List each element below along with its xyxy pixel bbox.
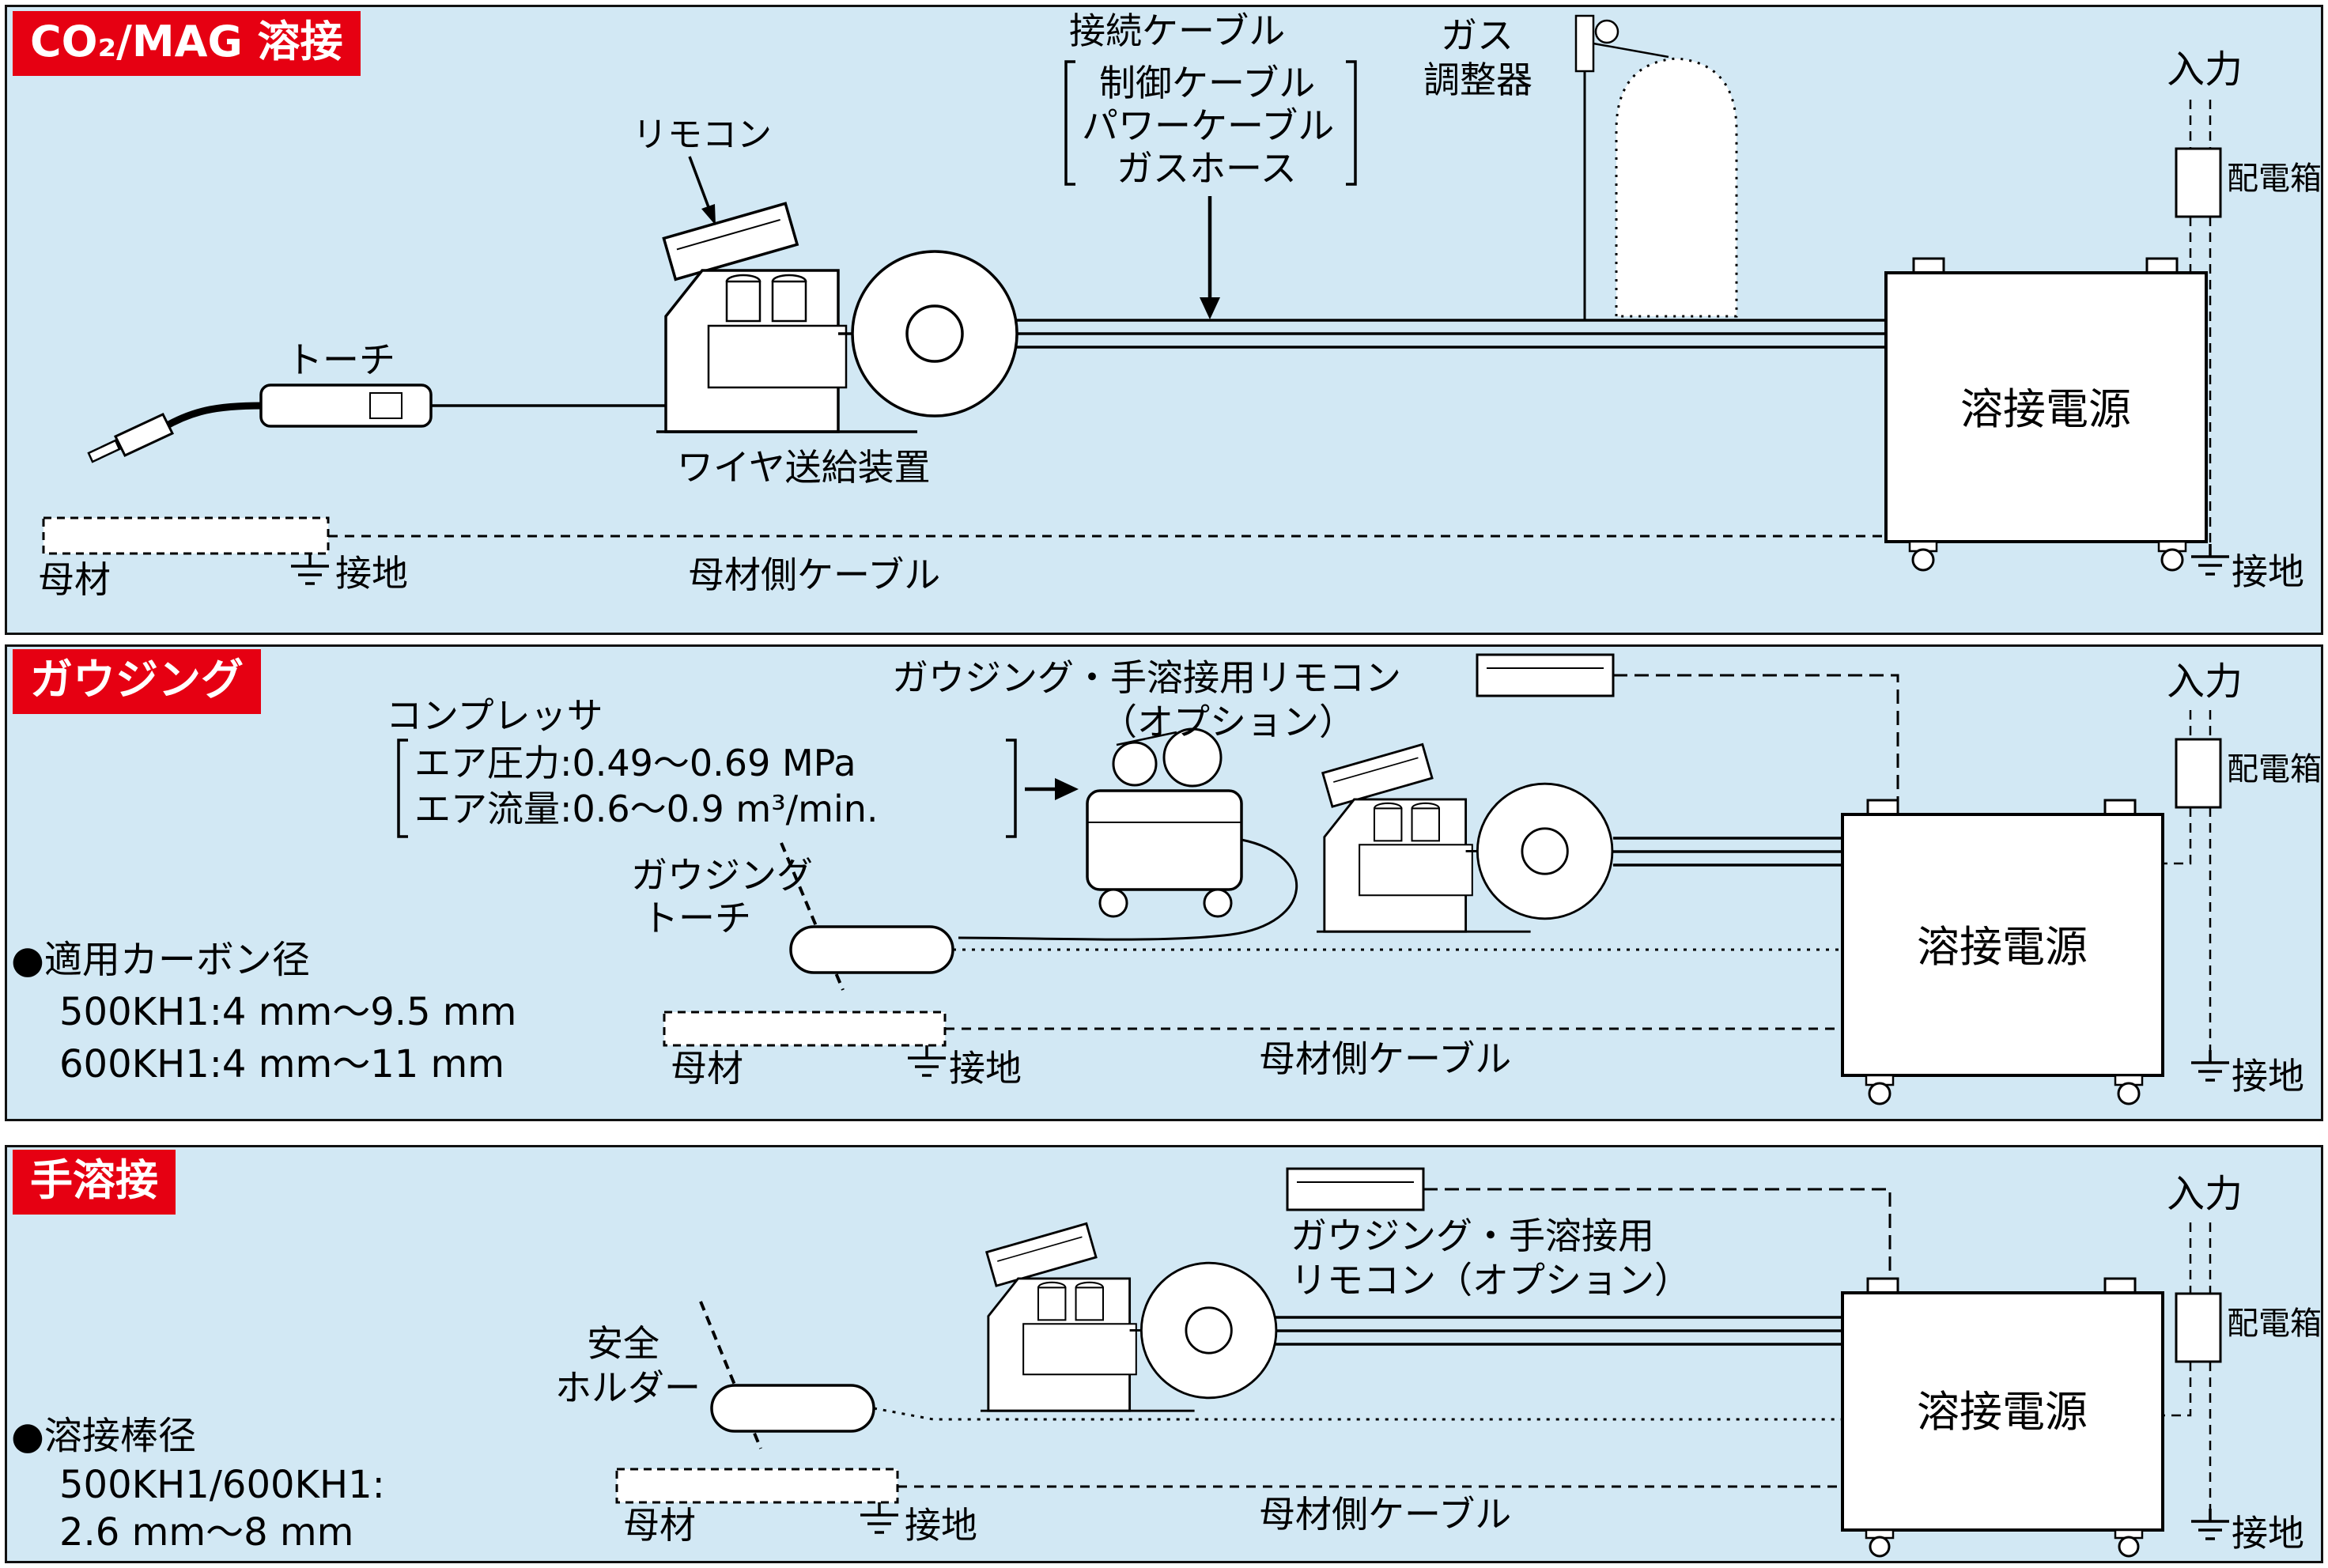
p1-torch-label: トーチ <box>286 338 395 381</box>
p2-power-source-label: 溶接電源 <box>1917 922 2088 972</box>
p2-remote-option-label-line2: （オプション） <box>1101 701 1355 743</box>
p3-remote-option-label-line2: リモコン（オプション） <box>1291 1259 1691 1302</box>
p1-power-source-label: 溶接電源 <box>1960 384 2131 434</box>
p2-distribution-box-label: 配電箱 <box>2227 751 2322 788</box>
p3-remote-option-label-line1: ガウジング・手溶接用 <box>1291 1215 1654 1257</box>
p3-holder-label-line2: ホルダー <box>555 1366 701 1409</box>
p2-air-pressure-label: エア圧力:0.49〜0.69 MPa <box>414 742 856 784</box>
p2-gouging-torch-label-line1: ガウジング <box>631 854 813 897</box>
p1-base-metal-label: 母材 <box>38 558 111 601</box>
p3-holder-label-line1: 安全 <box>587 1322 659 1365</box>
panel-title-manual: 手溶接 <box>13 1150 176 1215</box>
p3-input-label: 入力 <box>2167 1172 2243 1216</box>
p1-base-cable-label: 母材側ケーブル <box>688 554 941 596</box>
p3-rod-spec1-label: 500KH1/600KH1: <box>59 1463 385 1507</box>
p2-carbon-title-label: ●適用カーボン径 <box>11 938 310 982</box>
p2-base-cable-label: 母材側ケーブル <box>1259 1037 1512 1080</box>
panel-title-co2mag: CO₂/MAG 溶接 <box>13 11 361 76</box>
p3-ground-right-label: 接地 <box>2232 1512 2304 1555</box>
p3-power-source-label: 溶接電源 <box>1917 1387 2088 1437</box>
p1-remote-label: リモコン <box>633 115 772 155</box>
p3-rod-title-label: ●溶接棒径 <box>11 1414 196 1458</box>
p1-wire-feeder-label: ワイヤ送給装置 <box>677 446 931 489</box>
p1-ground-right-label: 接地 <box>2232 550 2304 593</box>
p1-ground-left-label: 接地 <box>335 552 408 595</box>
p3-rod-spec2-label: 2.6 mm〜8 mm <box>59 1510 354 1555</box>
p1-power-cable-label: パワーケーブル <box>1082 104 1335 147</box>
p2-air-flow-label: エア流量:0.6〜0.9 m³/min. <box>414 788 879 830</box>
p3-distribution-box-label: 配電箱 <box>2227 1305 2322 1342</box>
p1-connection-cable-label: 接続ケーブル <box>1069 9 1286 52</box>
p2-remote-option-label-line1: ガウジング・手溶接用リモコン <box>892 656 1401 699</box>
p3-base-metal-label: 母材 <box>623 1504 696 1547</box>
p2-input-label: 入力 <box>2167 659 2243 704</box>
p1-gas-label: ガス <box>1441 14 1514 57</box>
p1-gas-hose-label: ガスホース <box>1117 147 1297 190</box>
p1-input-label: 入力 <box>2167 47 2243 92</box>
p2-carbon-spec1-label: 500KH1:4 mm〜9.5 mm <box>59 990 517 1034</box>
p2-gouging-torch-label-line2: トーチ <box>642 897 751 939</box>
p2-compressor-label: コンプレッサ <box>386 694 603 737</box>
p1-control-cable-label: 制御ケーブル <box>1099 62 1316 104</box>
p3-base-cable-label: 母材側ケーブル <box>1259 1493 1512 1536</box>
p1-regulator-label: 調整器 <box>1423 59 1532 101</box>
panel-title-gouging: ガウジング <box>13 649 261 714</box>
p2-ground-right-label: 接地 <box>2232 1055 2304 1098</box>
p2-carbon-spec2-label: 600KH1:4 mm〜11 mm <box>59 1042 505 1086</box>
p3-ground-left-label: 接地 <box>905 1504 977 1547</box>
p2-base-metal-label: 母材 <box>671 1047 743 1090</box>
p2-ground-left-label: 接地 <box>949 1047 1022 1090</box>
p1-distribution-box-label: 配電箱 <box>2227 161 2322 197</box>
